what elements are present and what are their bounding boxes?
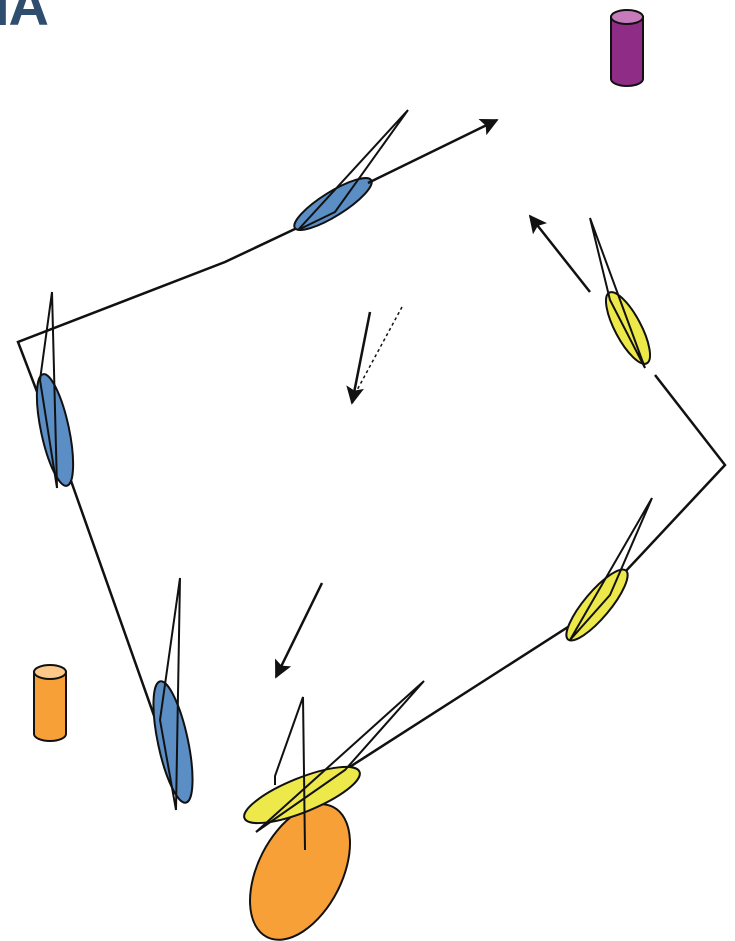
center-arrows — [352, 307, 402, 403]
purple-cylinder-target-icon — [611, 10, 643, 86]
blue-wing-top — [288, 110, 497, 238]
yellow-flight-path — [345, 375, 725, 770]
lower-arrow — [276, 583, 322, 677]
yellow-wing-top-right — [530, 216, 658, 369]
blue-wing-bottom — [145, 578, 200, 810]
yellow-wing-right — [558, 498, 652, 648]
orange-cylinder-target-icon — [34, 665, 66, 741]
